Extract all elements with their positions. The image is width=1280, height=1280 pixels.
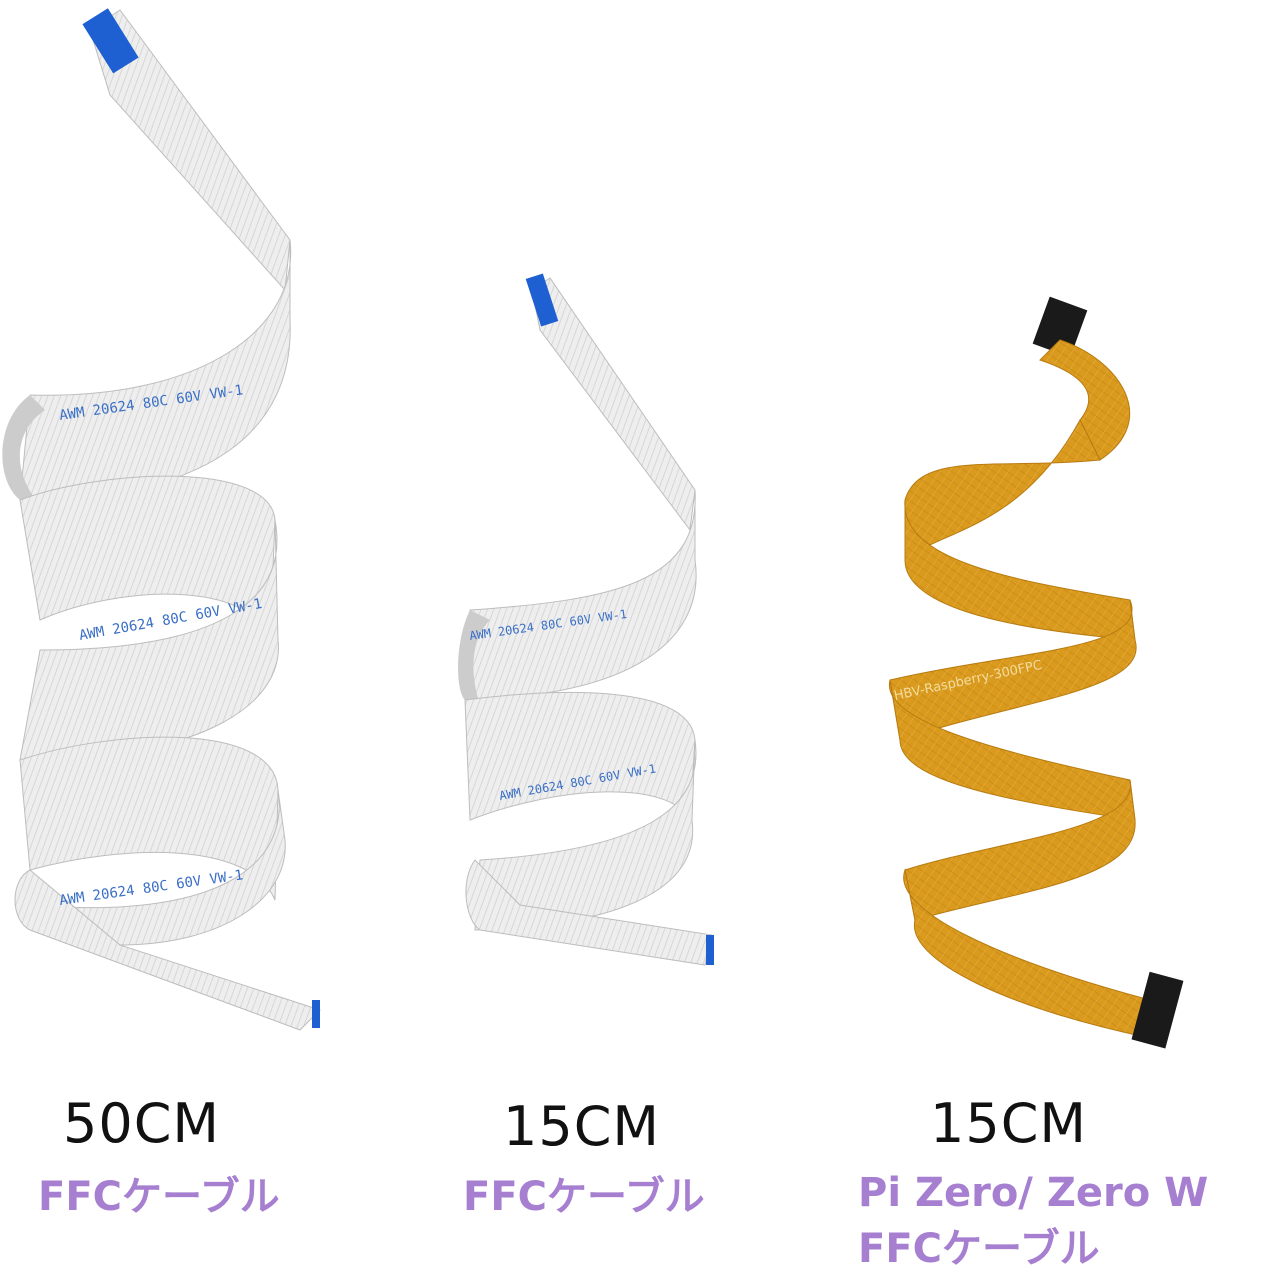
type-label-1: FFCケーブル [38, 1174, 280, 1220]
black-connector-top [1032, 296, 1088, 358]
blue-connector-bottom [706, 935, 714, 965]
length-label-1: 50CM [63, 1092, 221, 1155]
cable-illustration: AWM 20624 80C 60V VW-1 AWM 20624 80C 60V… [2, 8, 1184, 1049]
cable-15cm-pi-zero: HBV-Raspberry-300FPC [888, 296, 1184, 1049]
blue-connector-top [82, 8, 139, 74]
blue-connector-top [525, 273, 559, 327]
type-label-3-line2: FFCケーブル [858, 1226, 1100, 1272]
cable-15cm-white: AWM 20624 80C 60V VW-1 AWM 20624 80C 60V… [458, 273, 714, 966]
type-label-2: FFCケーブル [463, 1174, 705, 1220]
blue-connector-bottom [312, 1000, 320, 1028]
length-label-2: 15CM [503, 1095, 661, 1158]
black-connector-bottom [1131, 971, 1184, 1049]
type-label-3-line1: Pi Zero/ Zero W [858, 1170, 1209, 1216]
length-label-3: 15CM [930, 1092, 1088, 1155]
cable-50cm: AWM 20624 80C 60V VW-1 AWM 20624 80C 60V… [2, 8, 321, 1031]
